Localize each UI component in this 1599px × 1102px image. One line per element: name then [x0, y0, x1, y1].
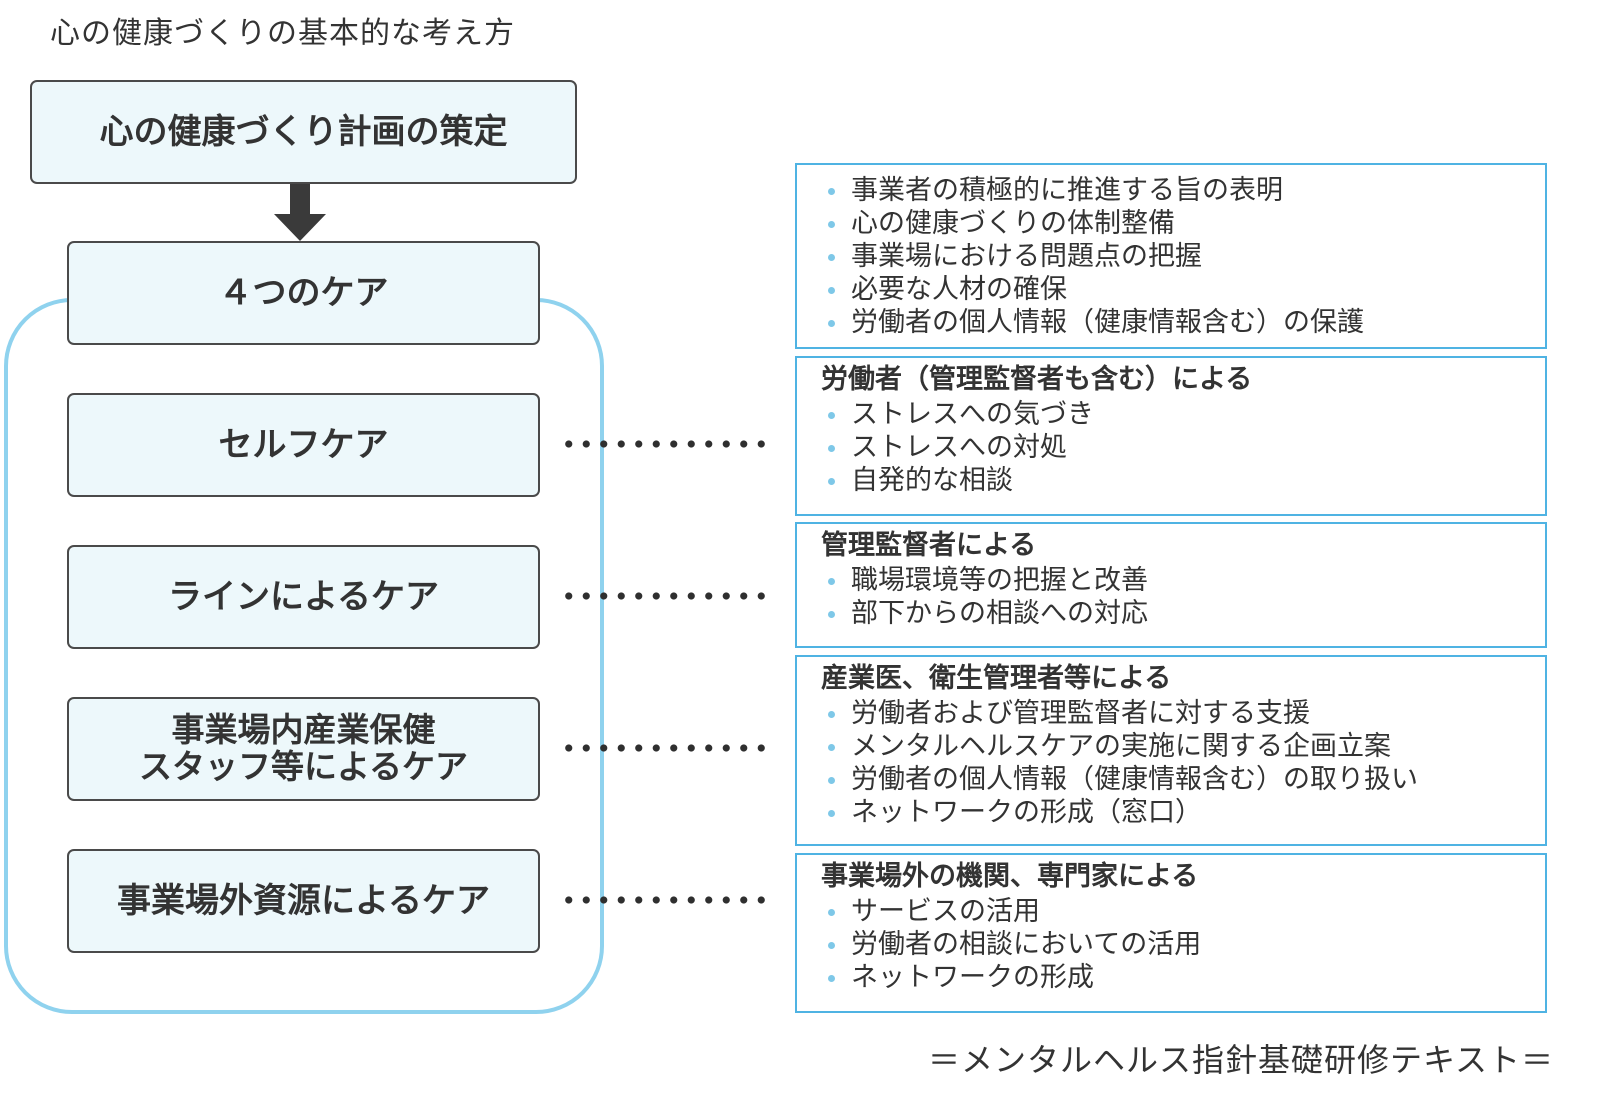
panel-internal-staff-care: 産業医、衛生管理者等による 労働者および管理監督者に対する支援 メンタルヘルスケ… [795, 655, 1547, 846]
care-box-label: スタッフ等によるケア [138, 747, 468, 786]
list-item: ストレスへの気づき [821, 398, 1545, 431]
panel-plan-items: 事業者の積極的に推進する旨の表明 心の健康づくりの体制整備 事業場における問題点… [795, 163, 1547, 349]
panel-heading: 管理監督者による [821, 530, 1037, 561]
list-item: 労働者の個人情報（健康情報含む）の保護 [821, 306, 1545, 339]
list-item: 労働者の相談においての活用 [821, 928, 1545, 961]
panel-self-care: 労働者（管理監督者も含む）による ストレスへの気づき ストレスへの対処 自発的な… [795, 356, 1547, 516]
dotted-connector [560, 896, 770, 904]
list-item: 労働者の個人情報（健康情報含む）の取り扱い [821, 763, 1545, 796]
list-item: 部下からの相談への対応 [821, 597, 1545, 630]
panel-heading: 産業医、衛生管理者等による [821, 663, 1172, 694]
plan-box: 心の健康づくり計画の策定 [30, 80, 577, 184]
item-list: 事業者の積極的に推進する旨の表明 心の健康づくりの体制整備 事業場における問題点… [821, 174, 1545, 339]
panel-heading: 事業場外の機関、専門家による [821, 861, 1199, 892]
list-item: ストレスへの対処 [821, 431, 1545, 464]
list-item: サービスの活用 [821, 895, 1545, 928]
dotted-connector [560, 744, 770, 752]
list-item: ネットワークの形成（窓口） [821, 796, 1545, 829]
list-item: 労働者および管理監督者に対する支援 [821, 697, 1545, 730]
down-arrow-icon [274, 184, 326, 241]
dotted-connector [560, 592, 770, 600]
list-item: 心の健康づくりの体制整備 [821, 207, 1545, 240]
list-item: 事業者の積極的に推進する旨の表明 [821, 174, 1545, 207]
care-box-label: セルフケア [218, 424, 389, 465]
care-box-label: 事業場外資源によるケア [117, 880, 490, 921]
item-list: 労働者および管理監督者に対する支援 メンタルヘルスケアの実施に関する企画立案 労… [821, 697, 1545, 829]
list-item: メンタルヘルスケアの実施に関する企画立案 [821, 730, 1545, 763]
list-item: 職場環境等の把握と改善 [821, 564, 1545, 597]
care-box-internal-staff: 事業場内産業保健 スタッフ等によるケア [67, 697, 540, 801]
list-item: 自発的な相談 [821, 464, 1545, 497]
panel-heading: 労働者（管理監督者も含む）による [821, 364, 1253, 395]
care-box-external-resources: 事業場外資源によるケア [67, 849, 540, 953]
dotted-connector [560, 440, 770, 448]
care-box-label: ラインによるケア [168, 576, 439, 617]
source-caption: ＝メンタルヘルス指針基礎研修テキスト＝ [928, 1041, 1555, 1079]
list-item: 必要な人材の確保 [821, 273, 1545, 306]
item-list: サービスの活用 労働者の相談においての活用 ネットワークの形成 [821, 895, 1545, 994]
care-box-line: ラインによるケア [67, 545, 540, 649]
diagram-title: 心の健康づくりの基本的な考え方 [50, 16, 515, 51]
care-box-label: 事業場内産業保健 [171, 710, 436, 750]
care-box-self: セルフケア [67, 393, 540, 497]
item-list: ストレスへの気づき ストレスへの対処 自発的な相談 [821, 398, 1545, 497]
panel-line-care: 管理監督者による 職場環境等の把握と改善 部下からの相談への対応 [795, 522, 1547, 648]
panel-external-care: 事業場外の機関、専門家による サービスの活用 労働者の相談においての活用 ネット… [795, 853, 1547, 1013]
list-item: 事業場における問題点の把握 [821, 240, 1545, 273]
list-item: ネットワークの形成 [821, 961, 1545, 994]
item-list: 職場環境等の把握と改善 部下からの相談への対応 [821, 564, 1545, 630]
four-care-box: ４つのケア [67, 241, 540, 345]
